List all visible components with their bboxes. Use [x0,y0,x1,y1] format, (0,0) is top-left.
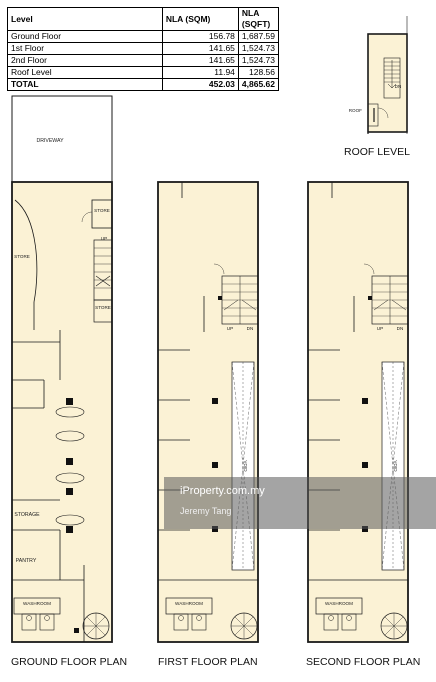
table-total-row: TOTAL 452.03 4,865.62 [7,78,280,91]
first-floor-caption: FIRST FLOOR PLAN [158,656,258,668]
table-row: 1st Floor 141.65 1,524.73 [7,42,280,55]
dn-label: DN [247,326,254,331]
table-row: 2nd Floor 141.65 1,524.73 [7,54,280,67]
washroom-label: WASHROOM [175,601,203,606]
driveway-label: DRIVEWAY [36,138,64,144]
watermark-banner [164,477,436,529]
storage-label: STORAGE [14,512,40,518]
store-label: STORE [95,305,111,310]
area-table: Level NLA (SQM) NLA (SQFT) Ground Floor … [7,7,280,91]
first-floor-plan [157,181,259,643]
void-label: VOID [243,460,248,472]
washroom-label: WASHROOM [23,601,51,606]
ground-floor-plan [11,95,113,643]
watermark-user: Jeremy Tang [180,506,232,516]
store-label: STORE [14,254,30,259]
row-sqft: 1,524.73 [237,42,280,55]
dn-label: DN [395,84,402,89]
store-label: STORE [94,208,110,213]
void-label: VOID [393,460,398,472]
roof-level-plan [367,16,408,134]
pantry-label: PANTRY [16,558,37,564]
roof-label: ROOF [349,108,362,113]
roof-level-caption: ROOF LEVEL [344,146,410,158]
second-floor-plan [307,181,409,643]
up-label: UP [377,326,383,331]
up-label: UP [101,236,107,241]
washroom-label: WASHROOM [325,601,353,606]
second-floor-caption: SECOND FLOOR PLAN [306,656,421,668]
total-level: TOTAL [7,78,163,91]
watermark-brand: iProperty.com.my [180,485,265,497]
up-label: UP [227,326,233,331]
total-sqft: 4,865.62 [237,78,280,91]
dn-label: DN [397,326,404,331]
ground-floor-caption: GROUND FLOOR PLAN [11,656,128,668]
table-header-row: Level NLA (SQM) NLA (SQFT) [7,7,280,31]
